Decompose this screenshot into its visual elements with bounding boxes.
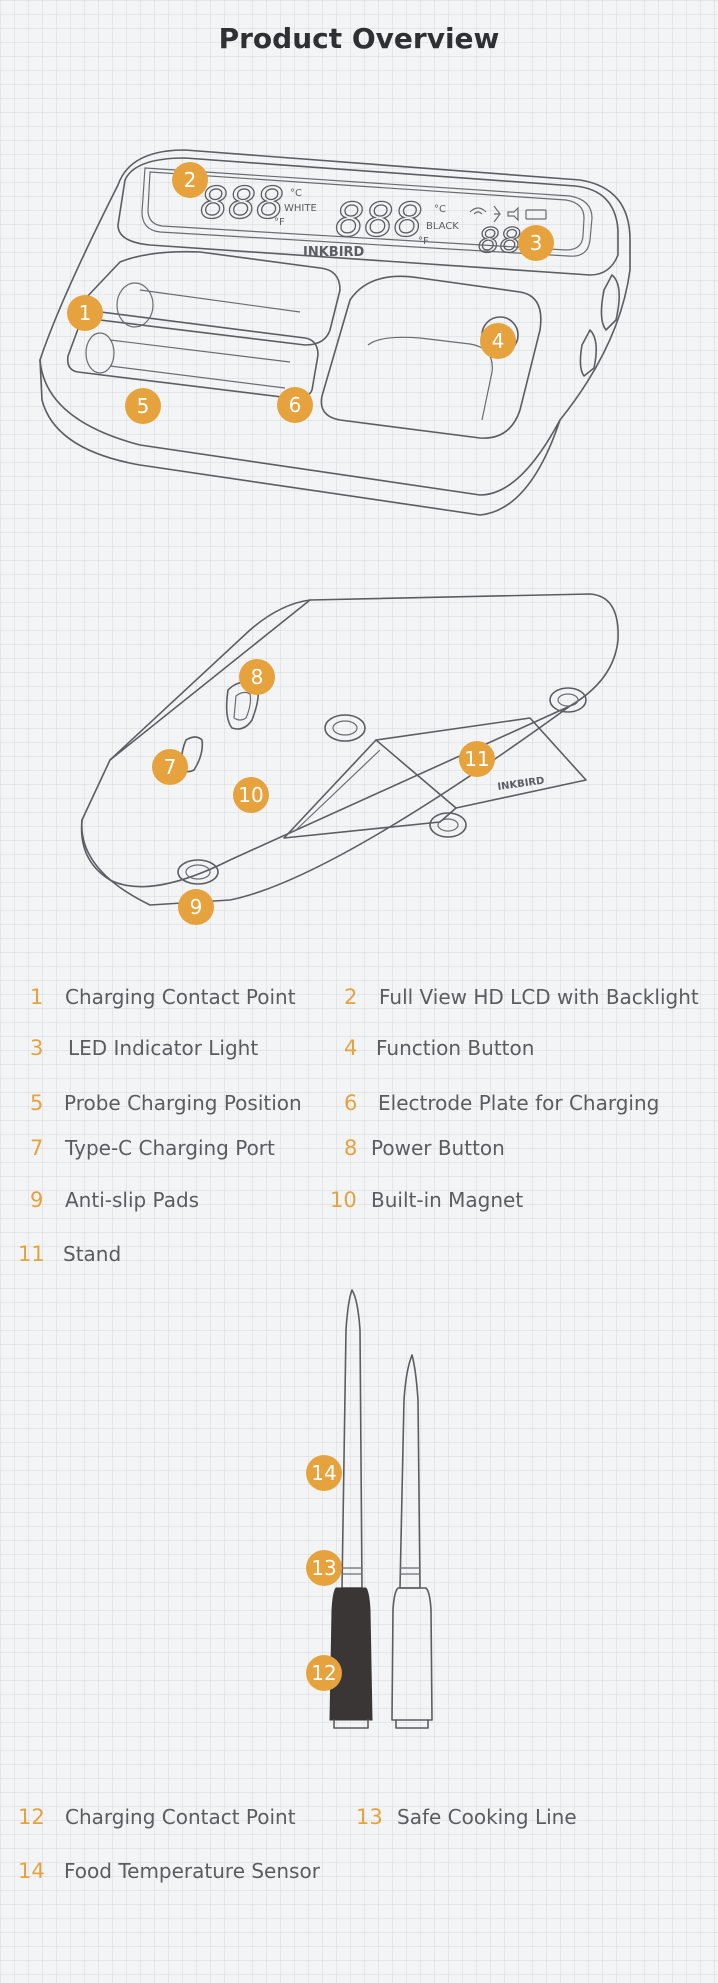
legend-item-3: 3 LED Indicator Light <box>30 1033 258 1063</box>
legend-label: Food Temperature Sensor <box>64 1859 320 1883</box>
lcd-unit-c-2: °C <box>434 204 446 215</box>
legend-number: 9 <box>30 1188 44 1212</box>
badge-1: 1 <box>67 295 103 331</box>
legend-label: Electrode Plate for Charging <box>378 1091 660 1115</box>
svg-text:14: 14 <box>311 1461 336 1485</box>
legend-label: Safe Cooking Line <box>397 1805 577 1829</box>
badge-3: 3 <box>518 225 554 261</box>
legend-label: Stand <box>63 1242 122 1266</box>
legend-number: 7 <box>30 1136 44 1160</box>
legend-number: 6 <box>344 1091 358 1115</box>
legend-item-13: 13 Safe Cooking Line <box>356 1802 577 1832</box>
badge-6: 6 <box>277 387 313 423</box>
svg-text:6: 6 <box>289 393 302 417</box>
legend-item-4: 4 Function Button <box>344 1033 534 1063</box>
badge-7: 7 <box>152 749 188 785</box>
probe-illustration: 14 13 12 <box>306 1289 433 1729</box>
legend-label: Anti-slip Pads <box>65 1188 200 1212</box>
lcd-unit-f-1: °F <box>274 217 285 228</box>
legend-number: 11 <box>18 1242 45 1266</box>
legend-item-7: 7 Type-C Charging Port <box>30 1133 275 1163</box>
legend-item-10: 10 Built-in Magnet <box>330 1185 523 1215</box>
legend-item-6: 6 Electrode Plate for Charging <box>344 1088 659 1118</box>
legend-label: Charging Contact Point <box>65 1805 296 1829</box>
badge-9: 9 <box>178 889 214 925</box>
legend-label: Charging Contact Point <box>65 985 296 1009</box>
svg-text:12: 12 <box>311 1661 336 1685</box>
legend-label: Function Button <box>376 1036 535 1060</box>
legend-item-11: 11 Stand <box>18 1239 121 1269</box>
page-title: Product Overview <box>218 22 500 55</box>
svg-text:10: 10 <box>238 783 263 807</box>
legend-label: LED Indicator Light <box>68 1036 259 1060</box>
charger-back-illustration: INKBIRD 8 7 10 11 9 <box>80 593 619 925</box>
badge-10: 10 <box>233 777 269 813</box>
legend-label: Type-C Charging Port <box>65 1136 275 1160</box>
brand-top: INKBIRD <box>303 245 365 260</box>
lcd-digits-b: 888 <box>335 193 423 247</box>
legend-number: 14 <box>18 1859 45 1883</box>
badge-12: 12 <box>306 1655 342 1691</box>
legend-number: 1 <box>30 985 44 1009</box>
svg-text:2: 2 <box>184 168 197 192</box>
badge-8: 8 <box>239 659 275 695</box>
wifi-icon <box>469 207 487 215</box>
badge-14: 14 <box>306 1455 342 1491</box>
badge-5: 5 <box>125 388 161 424</box>
svg-text:4: 4 <box>492 329 505 353</box>
legend-item-12: 12 Charging Contact Point <box>18 1802 296 1832</box>
legend-item-9: 9 Anti-slip Pads <box>30 1185 199 1215</box>
lcd-unit-c-1: °C <box>290 188 302 199</box>
legend-label: Probe Charging Position <box>64 1091 302 1115</box>
legend-item-14: 14 Food Temperature Sensor <box>18 1856 320 1886</box>
legend-number: 10 <box>330 1188 357 1212</box>
svg-text:13: 13 <box>311 1556 336 1580</box>
svg-text:5: 5 <box>137 394 150 418</box>
legend-item-1: 1 Charging Contact Point <box>30 982 296 1012</box>
legend-label: Built-in Magnet <box>371 1188 524 1212</box>
legend-item-5: 5 Probe Charging Position <box>30 1088 302 1118</box>
legend-label: Full View HD LCD with Backlight <box>379 985 699 1009</box>
battery-icon <box>525 209 547 220</box>
svg-text:7: 7 <box>164 755 177 779</box>
lcd-digits-a: 888 <box>200 178 284 229</box>
svg-text:8: 8 <box>251 665 264 689</box>
legend-number: 5 <box>30 1091 44 1115</box>
lcd-unit-f-2: °F <box>418 236 429 247</box>
svg-text:3: 3 <box>530 231 543 255</box>
svg-text:11: 11 <box>464 747 489 771</box>
badge-13: 13 <box>306 1550 342 1586</box>
legend-item-8: 8 Power Button <box>344 1133 505 1163</box>
legend-number: 4 <box>344 1036 358 1060</box>
speaker-icon <box>507 206 519 222</box>
legend-number: 3 <box>30 1036 44 1060</box>
legend-number: 12 <box>18 1805 45 1829</box>
badge-11: 11 <box>459 741 495 777</box>
charger-front-illustration: 888 °C WHITE °F 888 °C BLACK °F 888 INKB… <box>39 149 631 516</box>
svg-text:9: 9 <box>190 895 203 919</box>
legend-number: 13 <box>356 1805 383 1829</box>
bluetooth-icon <box>493 205 501 223</box>
badge-4: 4 <box>480 323 516 359</box>
lcd-black-label: BLACK <box>426 221 459 232</box>
svg-text:1: 1 <box>79 301 92 325</box>
lcd-white-label: WHITE <box>284 203 317 214</box>
badge-2: 2 <box>172 162 208 198</box>
legend-number: 2 <box>344 985 358 1009</box>
legend-label: Power Button <box>371 1136 505 1160</box>
legend-number: 8 <box>344 1136 358 1160</box>
legend-item-2: 2 Full View HD LCD with Backlight <box>344 982 699 1012</box>
